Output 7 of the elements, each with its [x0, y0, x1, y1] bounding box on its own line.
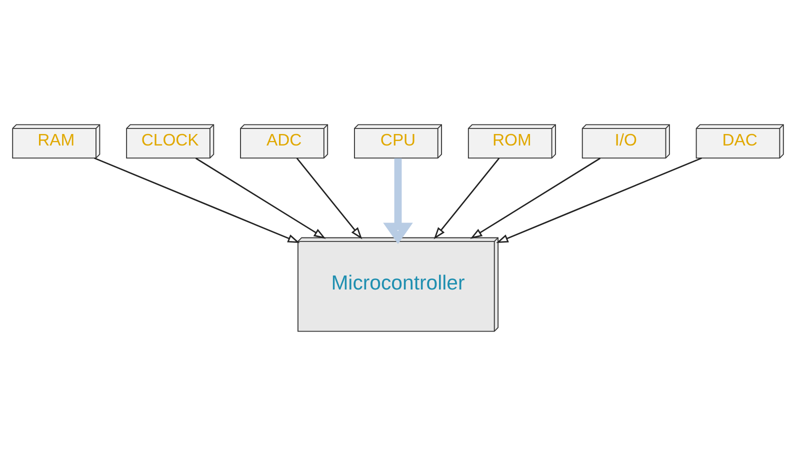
arrow [195, 158, 326, 239]
arrow [434, 158, 500, 240]
arrow [383, 158, 413, 244]
arrow [94, 157, 300, 244]
arrow [470, 158, 601, 239]
arrow [496, 157, 702, 244]
arrow [296, 158, 362, 240]
